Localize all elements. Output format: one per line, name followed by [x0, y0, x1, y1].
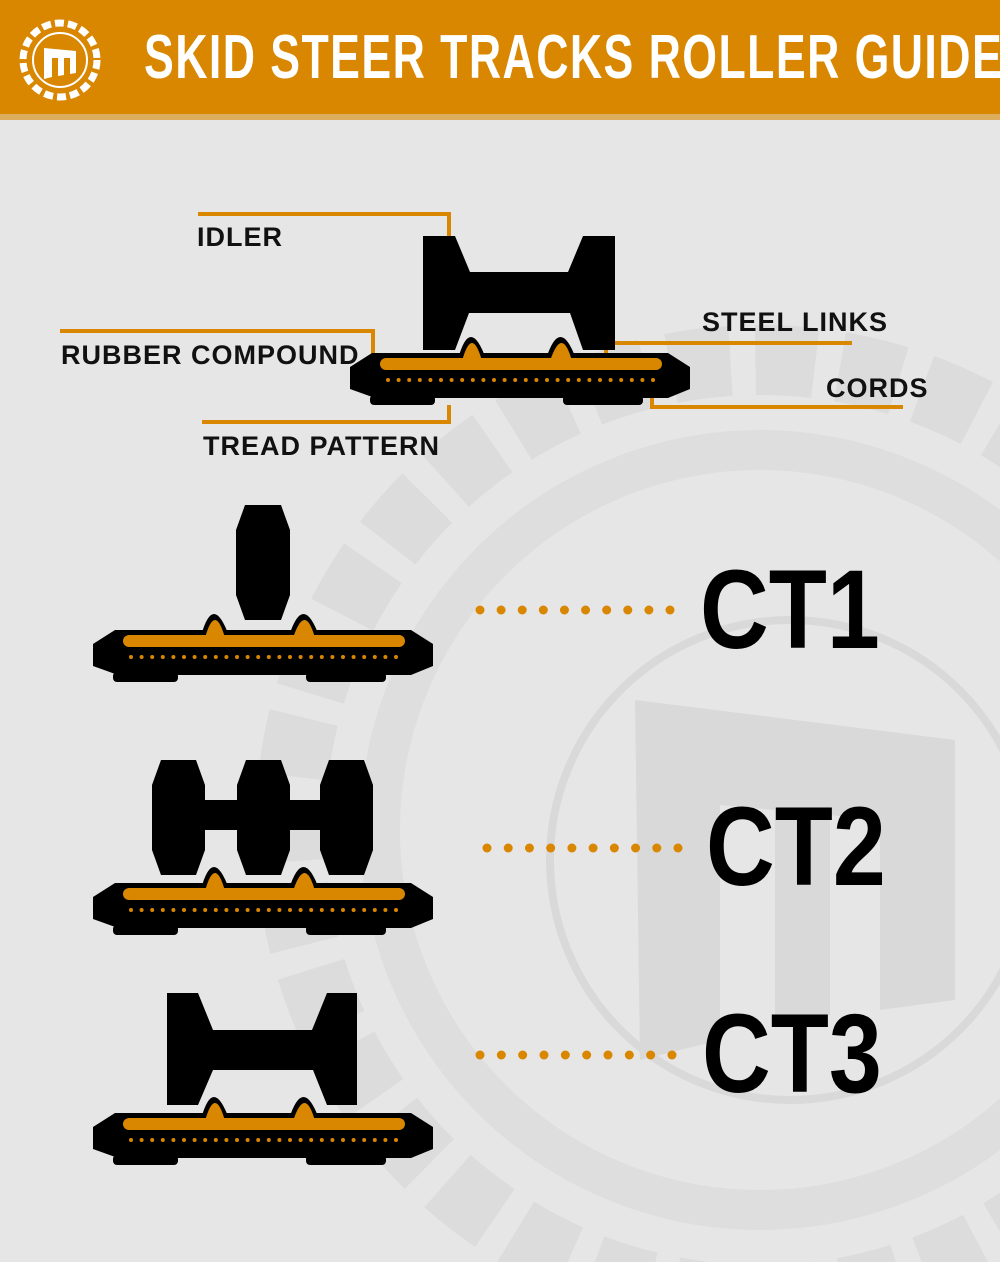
leader-dot — [496, 1050, 506, 1060]
leader-dot — [582, 1050, 592, 1060]
leader-dot — [623, 605, 633, 615]
leader-dot — [609, 843, 619, 853]
idler-roller — [423, 236, 615, 350]
leader-dot — [603, 1050, 613, 1060]
leader-dot — [559, 605, 569, 615]
leader-dot — [546, 843, 556, 853]
double-flange-roller — [167, 993, 357, 1105]
leader-dot — [652, 843, 662, 853]
dotted-leader — [475, 605, 675, 615]
ct1-label: CT1 — [700, 548, 880, 673]
leader-dot — [496, 605, 506, 615]
leader-dot — [567, 843, 577, 853]
leader-dot — [667, 1050, 677, 1060]
leader-dot — [624, 1050, 634, 1060]
leader-dot — [517, 605, 527, 615]
leader-dot — [665, 605, 675, 615]
leader-dot — [503, 843, 513, 853]
label-steel-links: STEEL LINKS — [702, 307, 888, 337]
anatomy-diagram: IDLER RUBBER COMPOUND TREAD PATTERN STEE… — [60, 212, 929, 461]
label-cords: CORDS — [826, 373, 929, 403]
page-title: SKID STEER TRACKS ROLLER GUIDE — [144, 23, 1000, 92]
leader-dot — [518, 1050, 528, 1060]
roller-type-ct3: CT3 — [93, 992, 882, 1165]
leader-dot — [646, 1050, 656, 1060]
leader-dot — [475, 605, 485, 615]
leader-dot — [539, 1050, 549, 1060]
roller-type-ct2: CT2 — [93, 760, 886, 935]
roller-type-ct1: CT1 — [93, 505, 880, 682]
leader-dot — [581, 605, 591, 615]
leader-lines — [60, 212, 903, 424]
leader-dot — [524, 843, 534, 853]
leader-dot — [644, 605, 654, 615]
leader-dot — [631, 843, 641, 853]
label-rubber-compound: RUBBER COMPOUND — [61, 340, 360, 370]
leader-dot — [475, 1050, 485, 1060]
leader-dot — [560, 1050, 570, 1060]
header-bar: SKID STEER TRACKS ROLLER GUIDE — [0, 0, 1000, 120]
leader-dot — [673, 843, 683, 853]
ct3-label: CT3 — [702, 992, 882, 1117]
label-idler: IDLER — [197, 222, 283, 252]
leader-dot — [482, 843, 492, 853]
leader-dot — [588, 843, 598, 853]
label-tread-pattern: TREAD PATTERN — [203, 431, 440, 461]
dotted-leader — [475, 1050, 677, 1060]
leader-dot — [538, 605, 548, 615]
single-flange-roller — [236, 505, 290, 620]
dotted-leader — [482, 843, 683, 853]
ct2-label: CT2 — [706, 785, 886, 910]
leader-dot — [602, 605, 612, 615]
tire-m-logo-icon — [19, 19, 101, 101]
